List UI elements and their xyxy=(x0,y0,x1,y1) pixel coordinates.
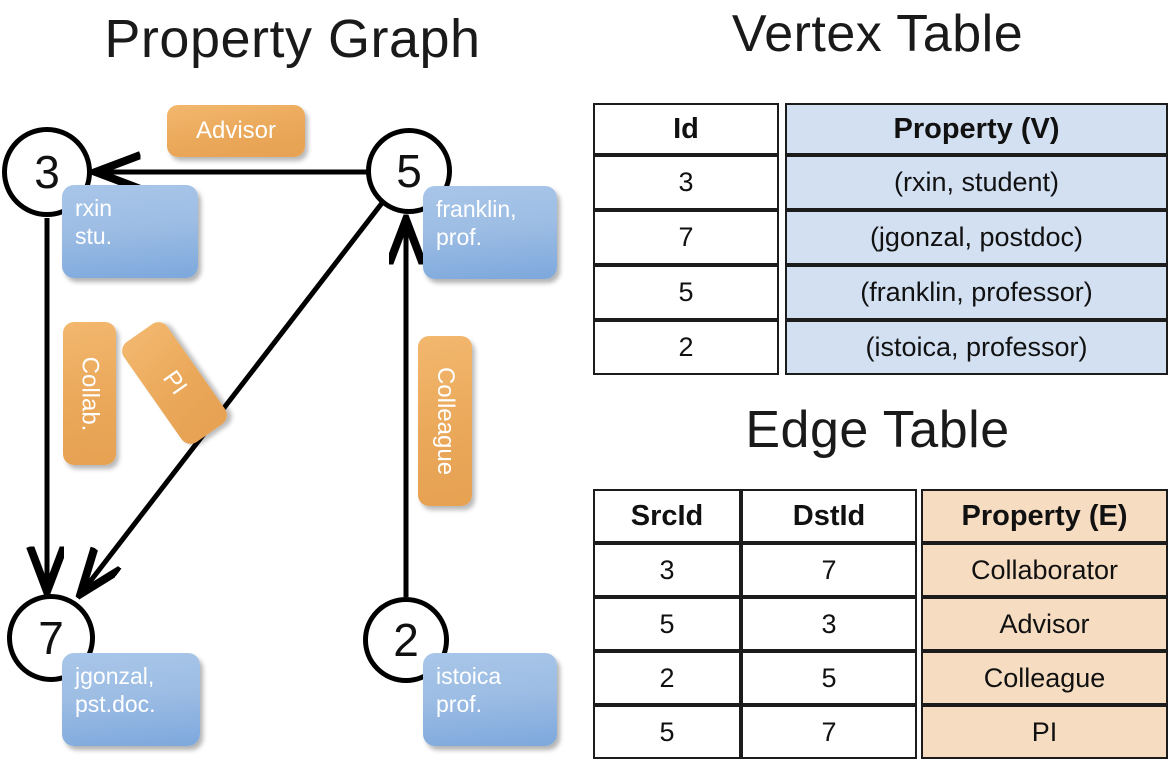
edge-label-pi-text: PI xyxy=(157,365,193,400)
vertex-property-istoica-line2: prof. xyxy=(436,691,483,717)
edge-label-collab[interactable]: Collab. xyxy=(63,322,116,465)
vertex-property-rxin-line1: rxin xyxy=(75,195,113,221)
vertex-property-jgonzal-line1: jgonzal, xyxy=(75,663,155,689)
edge-table-cell-src-0: 3 xyxy=(593,543,741,597)
page-title-property-graph: Property Graph xyxy=(104,9,481,69)
vertex-property-istoica-line1: istoica xyxy=(436,663,502,689)
edge-label-colleague[interactable]: Colleague xyxy=(418,336,472,506)
vertex-table-cell-id-0: 3 xyxy=(593,155,779,210)
edge-table-cell-src-2: 2 xyxy=(593,651,741,705)
edge-table-cell-src-3: 5 xyxy=(593,705,741,759)
vertex-table-cell-property-1: (jgonzal, postdoc) xyxy=(785,210,1168,265)
edge-table-cell-property-3: PI xyxy=(921,705,1168,759)
vertex-table-cell-property-2: (franklin, professor) xyxy=(785,265,1168,320)
vertex-table-cell-id-1: 7 xyxy=(593,210,779,265)
vertex-property-rxin-line2: stu. xyxy=(75,223,113,249)
vertex-table-cell-id-3: 2 xyxy=(593,320,779,375)
vertex-property-franklin-line1: franklin, xyxy=(436,196,517,222)
vertex-property-box-franklin[interactable]: franklin, prof. xyxy=(423,186,557,279)
edge-label-advisor[interactable]: Advisor xyxy=(167,105,305,157)
vertex-table-cell-property-3: (istoica, professor) xyxy=(785,320,1168,375)
edge-table-header-property: Property (E) xyxy=(921,489,1168,543)
edge-pi-5-to-7 xyxy=(82,201,384,592)
edge-label-colleague-text: Colleague xyxy=(432,366,459,476)
vertex-property-franklin-line2: prof. xyxy=(436,224,483,250)
edge-label-advisor-text: Advisor xyxy=(195,117,277,144)
edge-table-cell-dst-0: 7 xyxy=(741,543,917,597)
vertex-table-cell-property-0: (rxin, student) xyxy=(785,155,1168,210)
graph-node-7-label: 7 xyxy=(38,612,64,664)
edge-table-cell-property-1: Advisor xyxy=(921,597,1168,651)
vertex-table-header-property: Property (V) xyxy=(785,103,1168,155)
page-title-vertex-table: Vertex Table xyxy=(731,5,1024,63)
vertex-table-header-id: Id xyxy=(593,103,779,155)
graph-node-3-label: 3 xyxy=(34,146,60,198)
graph-node-2[interactable]: 2 xyxy=(363,597,449,683)
edge-table-cell-src-1: 5 xyxy=(593,597,741,651)
graph-node-5-label: 5 xyxy=(396,145,422,197)
edge-table-cell-property-0: Collaborator xyxy=(921,543,1168,597)
vertex-property-jgonzal-line2: pst.doc. xyxy=(75,691,156,717)
edge-table-cell-dst-2: 5 xyxy=(741,651,917,705)
graph-edges-svg xyxy=(0,0,585,760)
vertex-property-box-jgonzal[interactable]: jgonzal, pst.doc. xyxy=(62,653,200,746)
property-graph-panel: Property Graph 3 5 7 2 rxin stu. frankli… xyxy=(0,0,585,760)
edge-table-cell-dst-1: 3 xyxy=(741,597,917,651)
graph-node-2-label: 2 xyxy=(393,614,419,666)
graph-node-5[interactable]: 5 xyxy=(366,128,452,214)
edge-label-collab-text: Collab. xyxy=(76,356,104,431)
page-title-edge-table: Edge Table xyxy=(745,401,1010,459)
vertex-table-cell-id-2: 5 xyxy=(593,265,779,320)
edge-table-cell-property-2: Colleague xyxy=(921,651,1168,705)
vertex-property-box-istoica[interactable]: istoica prof. xyxy=(423,653,557,746)
edge-table-header-srcid: SrcId xyxy=(593,489,741,543)
edge-table-header-dstid: DstId xyxy=(741,489,917,543)
edge-table-cell-dst-3: 7 xyxy=(741,705,917,759)
vertex-property-box-rxin[interactable]: rxin stu. xyxy=(62,185,198,278)
